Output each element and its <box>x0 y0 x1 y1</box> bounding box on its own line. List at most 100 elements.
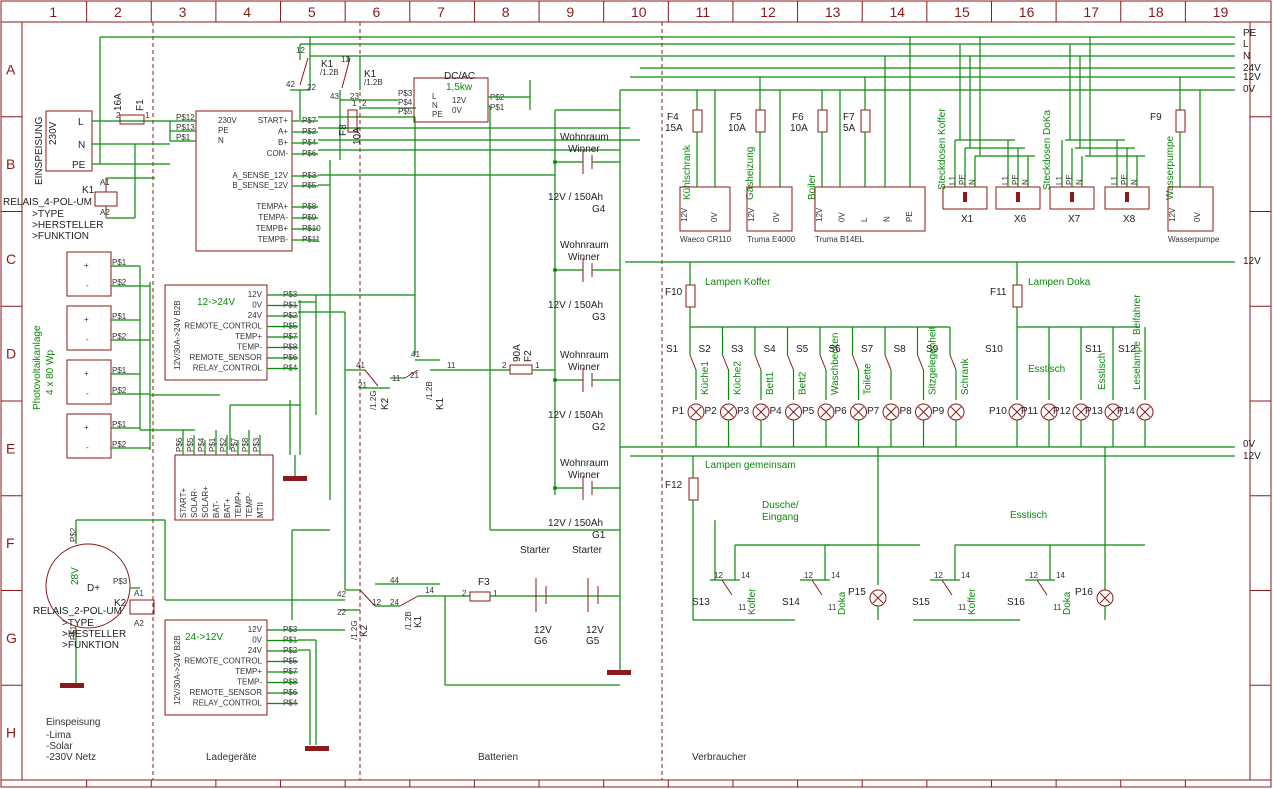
consumer-0-pin-0: 12V <box>680 207 689 222</box>
relay-k1-a2: A2 <box>100 208 110 217</box>
dcac-in-label-1: N <box>432 101 438 110</box>
battery-G2-spec: 12V / 150Ah <box>548 410 603 421</box>
lamp-P12: P12 <box>1053 327 1090 447</box>
relay-k2-name: K2 <box>114 598 127 609</box>
dcdc-bottom-label-7: RELAY_CONTROL <box>193 699 263 708</box>
section-batteries: Batterien <box>478 752 518 763</box>
lamps-shared-title: Lampen gemeinsam <box>705 460 796 471</box>
switch-S13-side: Koffer <box>747 588 758 615</box>
column-marker-5: 5 <box>308 4 316 20</box>
socket-2-pin-2: N <box>1075 179 1084 185</box>
mains-pin-l: L <box>78 117 84 128</box>
consumer-2-fuse2: F7 <box>843 112 855 123</box>
rail-pe-label: PE <box>1243 28 1257 39</box>
lamp-P4-name: P4 <box>770 406 783 417</box>
charger-left-label-2: N <box>218 136 224 145</box>
switch-S12: S12 <box>1118 344 1136 355</box>
switch-2-pin-11: 11 <box>958 603 967 612</box>
solar-panel-3-minus: - <box>86 389 89 398</box>
section-labels: Einspeisung -Lima -Solar -230V Netz Lade… <box>46 717 747 763</box>
consumer-1-name: Truma E4000 <box>747 235 796 244</box>
relay-k1-name: K1 <box>82 185 95 196</box>
solar-panel-4-pin2: P$2 <box>112 440 127 449</box>
starter-0-spec: 12V <box>534 625 552 636</box>
consumer-2-pin-4: PE <box>905 211 914 222</box>
lamp-P16: P16 <box>1075 587 1114 620</box>
mppt-label-2: SOLAR+ <box>201 486 210 518</box>
lamp-P8-name: P8 <box>900 406 913 417</box>
lamp-P12-name: P12 <box>1053 406 1071 417</box>
column-marker-1: 1 <box>49 4 57 20</box>
relay-k2-a1: A1 <box>134 589 144 598</box>
solar-panel-4-minus: - <box>86 443 89 452</box>
switch-3-pin-11: 11 <box>1053 603 1062 612</box>
dcac-out-pin-1: P$1 <box>490 103 505 112</box>
k1-contact-a-ref: /1.2B <box>320 68 339 77</box>
relay-k2-coil: K2 A1 A2 RELAIS_2-POL-UM >TYPE >HESTELLE… <box>33 589 155 651</box>
column-marker-7: 7 <box>437 4 445 20</box>
mppt-pin-1: P$5 <box>186 437 195 452</box>
dcac-out-label-0: 12V <box>452 96 467 105</box>
alternator-pin-1: P$1 <box>69 625 78 640</box>
switch-S3: S3 <box>731 344 744 355</box>
lamp-P11-name: P11 <box>1021 406 1038 417</box>
relay-contacts-low: 42 22 12 24 44 14 K2 /1.2G K1 /1.2B F3 2… <box>337 576 620 686</box>
switch-S16: S16 Doka 12 14 11 <box>1007 544 1145 615</box>
battery-G3-name: G3 <box>592 312 606 323</box>
relay-k1-func: >FUNKTION <box>32 231 89 242</box>
battery-G1-spec: 12V / 150Ah <box>548 518 603 529</box>
dcdc-bottom-label-0: 12V <box>248 625 263 634</box>
k1-pin-12: 12 <box>296 46 305 55</box>
battery-G3-spec: 12V / 150Ah <box>548 300 603 311</box>
column-marker-11: 11 <box>696 4 711 20</box>
lamp-P1-label: Küche1 <box>700 361 711 395</box>
dcdc-wires <box>60 117 631 751</box>
dcdc-top-title: 12->24V <box>197 297 235 308</box>
mppt-pin-5: P$7 <box>230 437 239 452</box>
solar-panel-4-plus: + <box>84 423 89 432</box>
row-marker-B: B <box>6 156 15 172</box>
switch-S6: S6 <box>829 344 842 355</box>
consumer-2-fuse2-value: 5A <box>843 123 856 134</box>
switch-S1: S1 <box>666 344 679 355</box>
row-marker-A: A <box>6 61 16 77</box>
starter-1-name: G5 <box>586 636 600 647</box>
dcdc-bottom-label-3: REMOTE_CONTROL <box>184 657 262 666</box>
charger-right-label-6: TEMPA+ <box>256 202 288 211</box>
mid-pin-41-b: 41 <box>411 350 420 359</box>
solar-panel-2-pin2: P$2 <box>112 332 127 341</box>
switch-S16-name: S16 <box>1007 597 1025 608</box>
switch-3-pin-12: 12 <box>1029 571 1038 580</box>
column-marker-2: 2 <box>114 4 122 20</box>
switch-3-pin-14: 14 <box>1056 571 1065 580</box>
fuse-f2-pin-1: 1 <box>535 361 540 370</box>
socket-3-pin-1: PE <box>1120 174 1129 185</box>
consumer-2-name: Truma B14EL <box>815 235 865 244</box>
alternator-pin-3: P$3 <box>113 577 128 586</box>
mid-k2-ref: /1.2G <box>369 390 378 410</box>
relay-k1-type: >TYPE <box>32 209 64 220</box>
power-rails: PE L N 24V 12V 0V 12V 0V 12V <box>100 28 1261 462</box>
dcdc-bottom-label-4: TEMP+ <box>235 667 262 676</box>
column-marker-12: 12 <box>760 4 776 20</box>
lamp-P15: P15 <box>848 587 887 620</box>
switch-S15-name: S15 <box>912 597 930 608</box>
switch-S16-side: Doka <box>1062 591 1073 615</box>
switch-1-pin-11: 11 <box>828 603 837 612</box>
section-separators <box>152 22 663 780</box>
alternator-voltage: 28V <box>70 567 81 585</box>
